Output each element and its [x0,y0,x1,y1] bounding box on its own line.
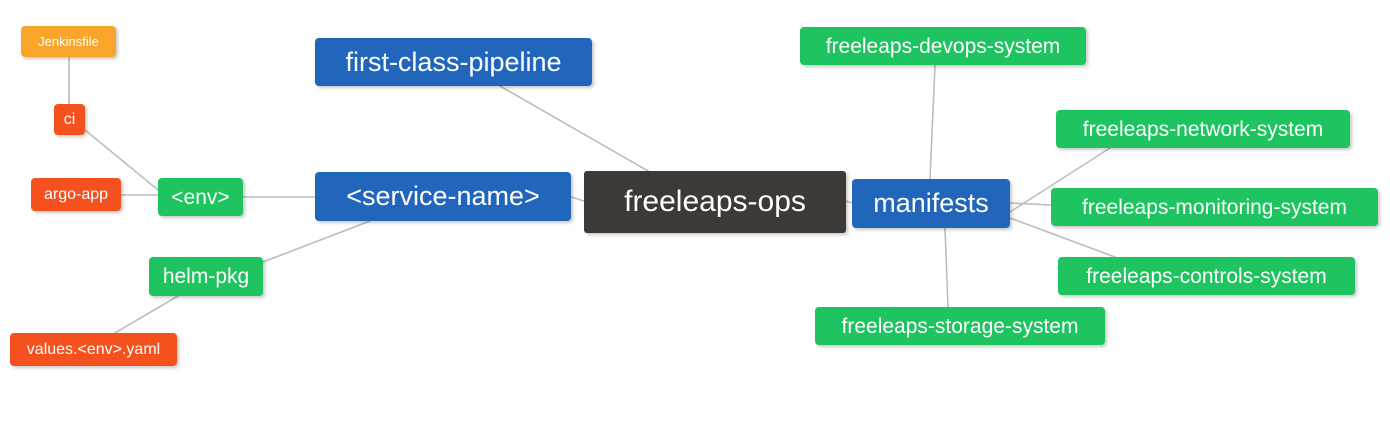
mindmap-node-first-class-pipeline[interactable]: first-class-pipeline [315,38,592,86]
mindmap-node-label: values.<env>.yaml [26,340,161,358]
mindmap-node-freeleaps-devops-system[interactable]: freeleaps-devops-system [800,27,1086,65]
mindmap-node-argo-app[interactable]: argo-app [31,178,121,211]
edge-manifests-to-freeleaps-storage-system [944,227,949,308]
mindmap-node-env[interactable]: <env> [158,178,243,216]
mindmap-node-label: freeleaps-devops-system [825,34,1061,58]
mindmap-node-label: freeleaps-ops [624,185,806,218]
mindmap-node-label: <env> [171,185,230,209]
mindmap-node-label: ci [63,110,76,128]
mindmap-node-freeleaps-network-system[interactable]: freeleaps-network-system [1056,110,1350,148]
mindmap-node-helm-pkg[interactable]: helm-pkg [149,257,263,296]
mindmap-node-label: freeleaps-monitoring-system [1082,195,1347,219]
mindmap-node-label: freeleaps-storage-system [841,314,1079,338]
mindmap-node-manifests[interactable]: manifests [852,179,1010,228]
mindmap-node-label: manifests [873,188,989,218]
edge-manifests-to-freeleaps-monitoring-system [1009,202,1052,206]
mindmap-node-freeleaps-ops[interactable]: freeleaps-ops [584,171,846,233]
mindmap-node-values-env-yaml[interactable]: values.<env>.yaml [10,333,177,366]
edge-freeleaps-ops-to-first-class-pipeline [499,85,649,172]
mindmap-node-ci[interactable]: ci [54,104,85,135]
edge-helm-pkg-to-values-env-yaml [114,295,179,334]
mindmap-node-label: <service-name> [346,181,540,211]
mindmap-node-label: helm-pkg [162,265,250,288]
edge-service-name-to-helm-pkg [262,220,371,263]
mindmap-node-jenkinsfile[interactable]: Jenkinsfile [21,26,116,57]
mindmap-node-freeleaps-controls-system[interactable]: freeleaps-controls-system [1058,257,1355,295]
mindmap-node-service-name[interactable]: <service-name> [315,172,571,221]
mindmap-node-label: first-class-pipeline [345,46,562,77]
edge-manifests-to-freeleaps-devops-system [929,64,936,180]
mindmap-node-label: freeleaps-controls-system [1086,264,1327,288]
mindmap-node-label: argo-app [43,185,109,203]
mindmap-node-freeleaps-monitoring-system[interactable]: freeleaps-monitoring-system [1051,188,1378,226]
mindmap-node-label: freeleaps-network-system [1082,117,1324,141]
mindmap-node-label: Jenkinsfile [38,34,99,49]
edge-freeleaps-ops-to-service-name [570,196,585,202]
mindmap-node-freeleaps-storage-system[interactable]: freeleaps-storage-system [815,307,1105,345]
